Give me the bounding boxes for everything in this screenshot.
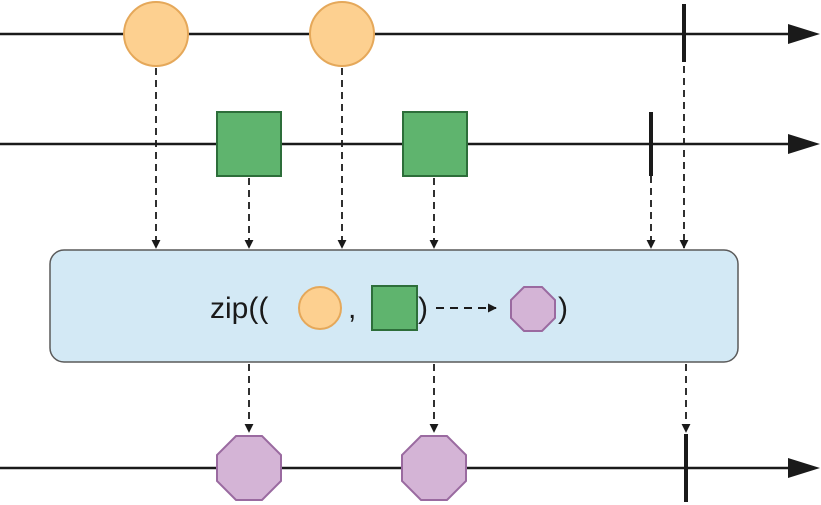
operator-octagon-icon bbox=[510, 286, 556, 332]
marble-square bbox=[216, 111, 282, 177]
marble-circle bbox=[309, 1, 375, 67]
operator-separator: , bbox=[348, 292, 356, 325]
marble-square bbox=[402, 111, 468, 177]
operator-prefix: zip(( bbox=[210, 292, 268, 325]
arrowhead-icon bbox=[788, 134, 820, 154]
timeline-input-2 bbox=[0, 134, 820, 154]
operator-square-icon bbox=[371, 285, 418, 331]
operator-suffix: ) bbox=[558, 292, 568, 325]
arrowhead-icon bbox=[788, 24, 820, 44]
marble-octagon bbox=[401, 435, 467, 501]
operator-circle-icon bbox=[298, 286, 342, 330]
marble-octagon bbox=[216, 435, 282, 501]
marble-circle bbox=[123, 1, 189, 67]
arrowhead-icon bbox=[788, 458, 820, 478]
operator-arrow-close: ) bbox=[418, 292, 428, 325]
timeline-output bbox=[0, 458, 820, 478]
